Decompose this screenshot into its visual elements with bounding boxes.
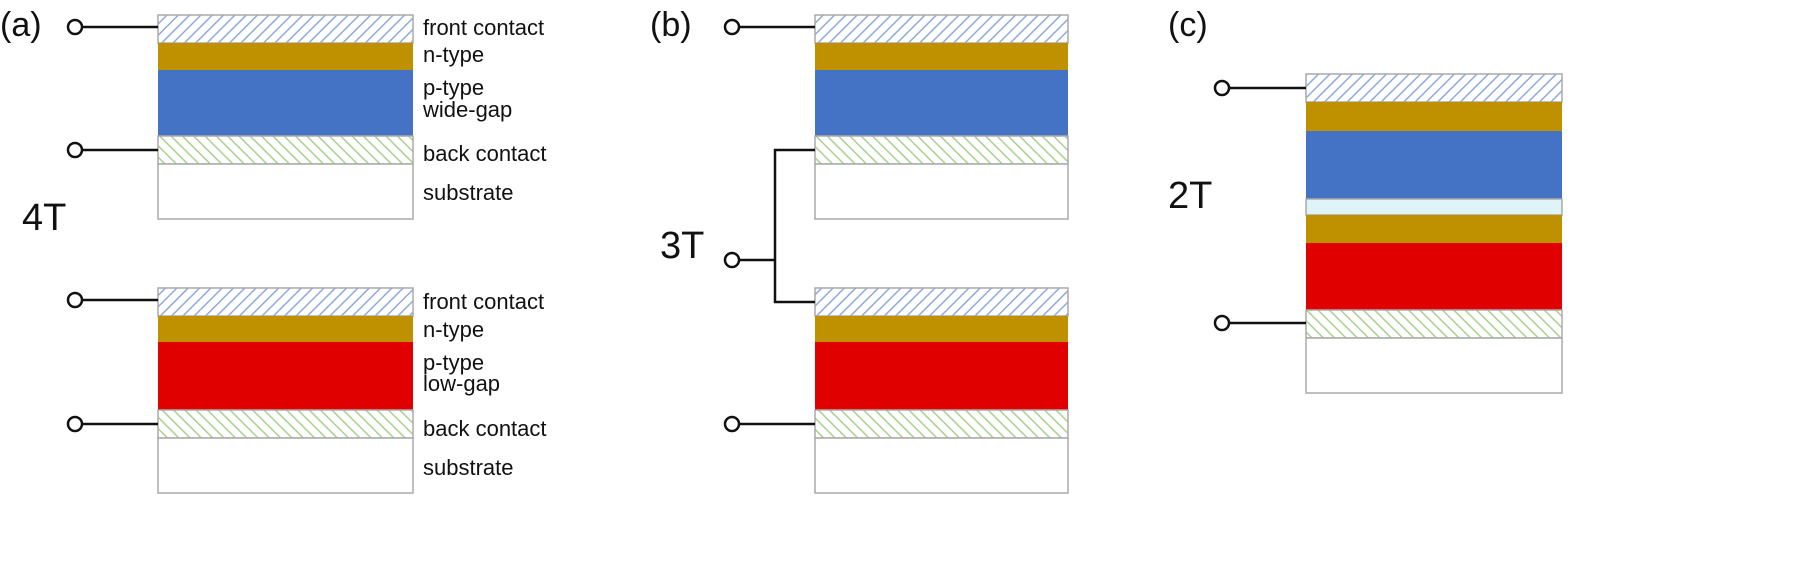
terminal-node [1213, 314, 1231, 332]
terminal-node [1213, 79, 1231, 97]
label-back-contact: back contact [423, 141, 547, 166]
front-contact-layer [157, 287, 414, 317]
terminal-count-a: 4T [22, 197, 66, 239]
back-contact-layer [814, 409, 1069, 439]
n-type-layer [815, 43, 1068, 70]
substrate-layer [1305, 337, 1563, 394]
label-wide-gap: wide-gap [422, 97, 512, 122]
p-type-low-gap-layer [815, 342, 1068, 410]
p-type-wide-gap-layer [158, 70, 413, 136]
substrate-layer [814, 437, 1069, 494]
back-contact-layer [157, 135, 414, 165]
p-type-low-gap-layer [1306, 243, 1562, 310]
label-p-type: p-type [423, 75, 484, 100]
terminals-b [723, 18, 815, 433]
label-n-type: n-type [423, 317, 484, 342]
interconnect-layer [1305, 198, 1563, 216]
terminal-count-b: 3T [660, 225, 704, 267]
terminals-c [1213, 79, 1306, 332]
terminal-count-c: 2T [1168, 175, 1212, 217]
stack-a-top [157, 14, 414, 220]
n-type-layer [815, 316, 1068, 342]
label-back-contact: back contact [423, 416, 547, 441]
terminal-node [723, 415, 741, 433]
layer-labels-bottom: front contact n-type p-type low-gap back… [423, 289, 547, 480]
label-front-contact: front contact [423, 15, 544, 40]
stack-a-bottom [157, 287, 414, 494]
panel-label-c: (c) [1168, 6, 1208, 44]
back-contact-layer [814, 135, 1069, 165]
terminal-node [66, 291, 84, 309]
n-type-layer [1306, 215, 1562, 243]
front-contact-layer [157, 14, 414, 44]
back-contact-layer [1305, 309, 1563, 339]
stack-c [1305, 73, 1563, 394]
stack-b-bottom [814, 287, 1069, 494]
label-front-contact: front contact [423, 289, 544, 314]
terminal-node [66, 18, 84, 36]
n-type-layer [1306, 102, 1562, 131]
front-contact-layer [814, 14, 1069, 44]
substrate-layer [814, 163, 1069, 220]
label-low-gap: low-gap [423, 371, 500, 396]
n-type-layer [158, 43, 413, 70]
label-substrate: substrate [423, 455, 514, 480]
p-type-wide-gap-layer [1306, 131, 1562, 199]
label-n-type: n-type [423, 42, 484, 67]
panel-label-b: (b) [650, 6, 692, 44]
p-type-wide-gap-layer [815, 70, 1068, 136]
panel-label-a: (a) [0, 6, 42, 44]
n-type-layer [158, 316, 413, 342]
stack-b-top [814, 14, 1069, 220]
front-contact-layer [1305, 73, 1563, 103]
terminal-node [66, 415, 84, 433]
terminal-node [66, 141, 84, 159]
terminal-node [723, 18, 741, 36]
p-type-low-gap-layer [158, 342, 413, 410]
terminal-node [723, 251, 741, 269]
terminals-a [66, 18, 158, 433]
substrate-layer [157, 437, 414, 494]
front-contact-layer [814, 287, 1069, 317]
label-substrate: substrate [423, 180, 514, 205]
layer-labels-top: front contact n-type p-type wide-gap bac… [422, 15, 547, 205]
back-contact-layer [157, 409, 414, 439]
substrate-layer [157, 163, 414, 220]
label-p-type: p-type [423, 350, 484, 375]
